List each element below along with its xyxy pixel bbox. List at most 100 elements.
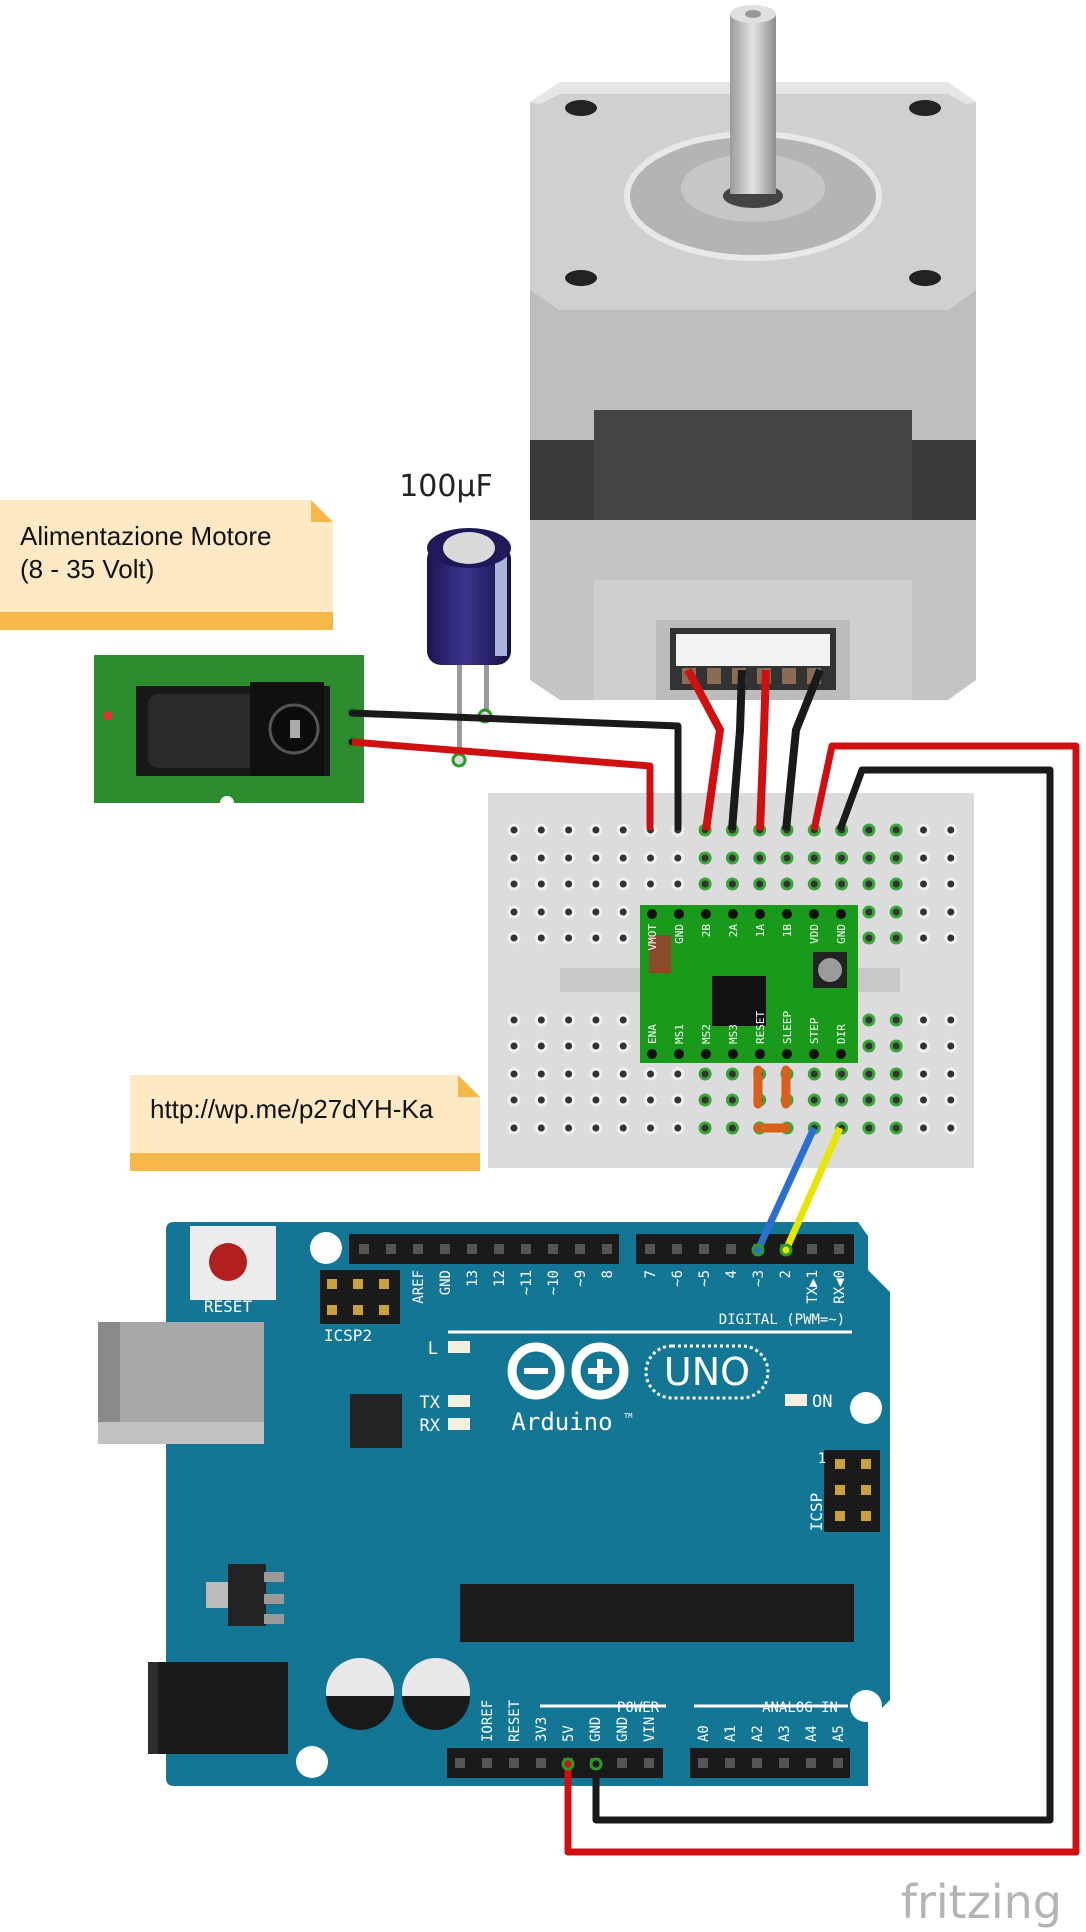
breadboard-hole [862, 931, 876, 945]
breadboard-hole [534, 931, 548, 945]
breadboard-hole [616, 931, 630, 945]
arduino-tm: TM [624, 1412, 632, 1420]
power-note-line1: Alimentazione Motore [20, 521, 272, 551]
power-pin-label: 5V [561, 1725, 577, 1742]
power-pin-label: GND [615, 1717, 631, 1742]
breadboard-hole [917, 905, 930, 919]
digital-pin-label: ~10 [546, 1270, 562, 1295]
breadboard-hole [862, 1013, 876, 1027]
breadboard-hole [589, 877, 603, 891]
digital-pin-label: TX▶1 [805, 1270, 821, 1304]
digital-pin-label: 7 [643, 1270, 659, 1278]
driver-pin [728, 1049, 738, 1059]
breadboard-hole [862, 1121, 876, 1135]
header-pin [699, 1244, 709, 1254]
breadboard-hole [944, 1067, 958, 1081]
breadboard-hole [835, 877, 849, 891]
breadboard-hole [616, 1067, 630, 1081]
icsp-pin [835, 1485, 845, 1495]
breadboard-hole [917, 1039, 930, 1053]
breadboard-hole [671, 1093, 685, 1107]
breadboard-hole [534, 1093, 548, 1107]
driver-pin [836, 1049, 846, 1059]
breadboard-hole [725, 1067, 739, 1081]
breadboard-hole [835, 851, 849, 865]
power-pin-label: 3V3 [534, 1717, 550, 1742]
driver-top-pin-label: VMOT [646, 924, 659, 951]
icsp-pin [861, 1511, 871, 1521]
breadboard-hole [562, 1067, 576, 1081]
breadboard-hole [917, 1121, 930, 1135]
icsp2-pin [353, 1305, 363, 1315]
header-pin [575, 1244, 585, 1254]
digital-pin-label: 12 [492, 1270, 508, 1287]
breadboard-hole [889, 823, 903, 837]
digital-pin-label: ~11 [519, 1270, 535, 1295]
breadboard-hole [944, 905, 958, 919]
power-pin-label: GND [588, 1717, 604, 1742]
breadboard-hole [534, 1067, 548, 1081]
header-pin [536, 1758, 546, 1768]
analog-pin-label: A1 [723, 1725, 739, 1742]
driver-bottom-pin-label: STEP [808, 1017, 821, 1044]
breadboard-hole [862, 1067, 876, 1081]
header-pin [413, 1244, 423, 1254]
header-pin [833, 1758, 843, 1768]
digital-pin-label: 2 [778, 1270, 794, 1278]
breadboard-hole [616, 1039, 630, 1053]
driver-pin [728, 909, 738, 919]
header-pin [509, 1758, 519, 1768]
breadboard-hole [807, 851, 821, 865]
breadboard-hole [807, 1093, 821, 1107]
breadboard-hole [644, 1093, 657, 1107]
breadboard-hole [889, 851, 903, 865]
breadboard-hole [534, 905, 548, 919]
driver-bottom-pin-label: MS2 [700, 1024, 713, 1044]
breadboard-hole [944, 877, 958, 891]
breadboard-hole [917, 823, 930, 837]
breadboard-hole [944, 1013, 958, 1027]
driver-top-pin-label: 1B [781, 924, 794, 938]
digital-pin-label: ~9 [573, 1270, 589, 1287]
digital-pin-label: 8 [600, 1270, 616, 1278]
header-pin [359, 1244, 369, 1254]
breadboard-hole [862, 851, 876, 865]
breadboard-hole [562, 851, 576, 865]
note-band [0, 612, 333, 630]
breadboard-hole [589, 823, 603, 837]
breadboard-hole [862, 1093, 876, 1107]
breadboard-hole [507, 905, 521, 919]
analog-pin-label: A2 [750, 1725, 766, 1742]
breadboard-hole [698, 1067, 712, 1081]
uno-label: UNO [664, 1350, 750, 1394]
driver-pin [701, 1049, 711, 1059]
driver-top-pin-label: VDD [808, 924, 821, 944]
header-pin [386, 1244, 396, 1254]
breadboard-hole [835, 1093, 849, 1107]
header-pin [752, 1758, 762, 1768]
header-pin [726, 1244, 736, 1254]
stepper-motor [530, 5, 976, 700]
driver-pin [647, 1049, 657, 1059]
analog-pin-label: A4 [804, 1725, 820, 1742]
url-note-text: http://wp.me/p27dYH-Ka [150, 1094, 434, 1124]
breadboard-hole [616, 823, 630, 837]
breadboard-hole [589, 931, 603, 945]
breadboard-hole [644, 1121, 657, 1135]
breadboard-hole [644, 851, 657, 865]
breadboard-hole [616, 851, 630, 865]
breadboard-hole [562, 1093, 576, 1107]
header-pin [672, 1244, 682, 1254]
breadboard-hole [589, 1013, 603, 1027]
breadboard-hole [862, 905, 876, 919]
icsp2-pin [379, 1305, 389, 1315]
driver-pin [647, 909, 657, 919]
icsp2-pin [327, 1305, 337, 1315]
driver-bottom-pin-label: MS3 [727, 1024, 740, 1044]
breadboard-hole [507, 1013, 521, 1027]
breadboard-hole [889, 1039, 903, 1053]
breadboard-hole [944, 823, 958, 837]
